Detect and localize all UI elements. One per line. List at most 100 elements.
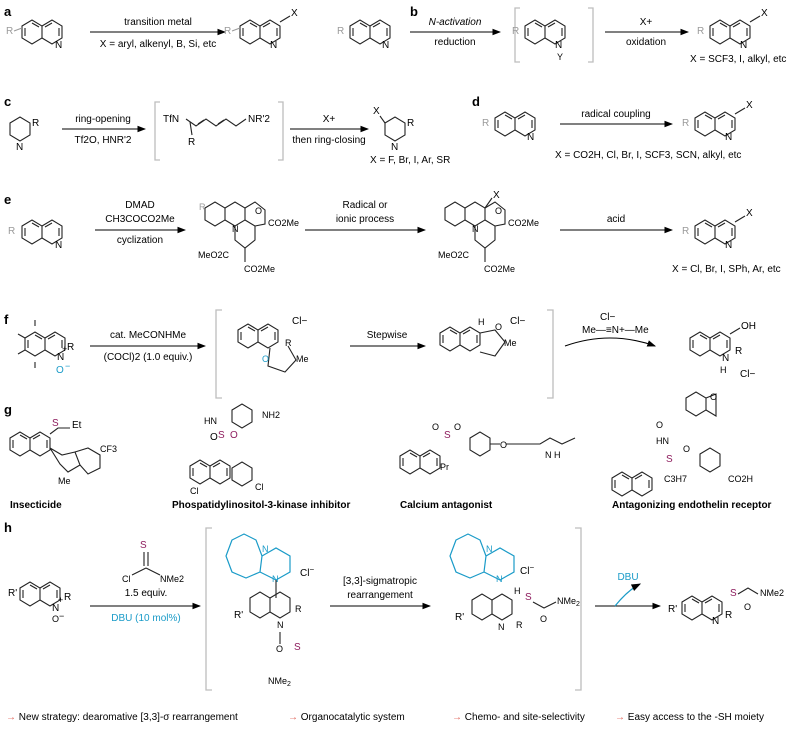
- ester-1c: CO2Me: [244, 264, 275, 274]
- panel-e-arrow1-bottom: cyclization: [117, 235, 163, 246]
- svg-text:S: S: [444, 430, 451, 441]
- panel-b-scope: X = SCF3, I, alkyl, etc: [690, 54, 786, 65]
- svg-text:R: R: [295, 604, 302, 614]
- panel-a-label: a: [4, 4, 12, 19]
- panel-g: g S Et CF3 Me Insecticide S O O HN NH2 C…: [4, 391, 772, 511]
- reagent-nme2: NMe2: [160, 574, 184, 584]
- svg-text:X: X: [373, 106, 380, 117]
- panel-b-label: b: [410, 4, 418, 19]
- svg-text:O: O: [744, 602, 751, 612]
- panel-h: h R' N + R O − S Cl NMe2 1.5 equiv. DBU …: [4, 520, 784, 691]
- f-product-cl: Cl−: [740, 369, 755, 380]
- svg-text:R: R: [682, 226, 689, 237]
- h-quinoline-n-oxide: R' N + R O −: [8, 581, 71, 624]
- panel-b-arrow1-top: N-activation: [429, 17, 482, 28]
- calcium-antagonist-structure: Pr S O O O N H: [399, 422, 576, 475]
- endo-c3h7: C3H7: [664, 474, 687, 484]
- svg-text:O: O: [210, 432, 218, 443]
- zincke-r: R: [188, 137, 195, 148]
- svg-text:R': R': [668, 604, 677, 615]
- svg-text:R: R: [64, 592, 71, 603]
- svg-text:O: O: [454, 422, 461, 432]
- pyridine-ring: [9, 116, 31, 142]
- svg-text:N: N: [277, 620, 284, 630]
- svg-text:O: O: [540, 614, 547, 624]
- svg-text:R: R: [32, 118, 39, 129]
- svg-text:S: S: [525, 592, 532, 603]
- svg-text:R': R': [8, 588, 17, 599]
- panel-f-stepwise: Stepwise: [367, 330, 408, 341]
- reagent-amount: 1.5 equiv.: [125, 588, 168, 599]
- dbu-adduct-1: N N Cl− R' N R O S NMe2: [225, 533, 314, 688]
- footer-item-selectivity: → Chemo- and site-selectivity: [452, 712, 585, 723]
- svg-text:N: N: [496, 574, 503, 584]
- panel-c: c R N ring-opening Tf2O, HNR'2 TfN R NR'…: [4, 94, 450, 166]
- ester-2c: CO2Me: [484, 264, 515, 274]
- svg-text:N: N: [382, 40, 389, 51]
- panel-e-arrow3-top: acid: [607, 214, 625, 225]
- svg-text:H: H: [514, 586, 521, 596]
- svg-text:−: −: [59, 611, 64, 621]
- svg-text:R: R: [725, 610, 732, 621]
- svg-text:O: O: [656, 420, 663, 430]
- svg-text:N: N: [270, 40, 277, 51]
- svg-text:NMe2: NMe2: [557, 596, 580, 608]
- svg-text:N: N: [472, 224, 479, 234]
- endothelin-antagonist-structure: O O HN S O C3H7 CO2H: [611, 391, 753, 497]
- svg-text:N: N: [232, 224, 239, 234]
- panel-b: b R N N-activation reduction R N Y X+ ox…: [337, 4, 786, 65]
- zincke-tfn: TfN: [163, 114, 179, 125]
- panel-a-quinoline-product: X R N: [224, 8, 298, 51]
- svg-text:Cl−: Cl−: [520, 563, 534, 577]
- svg-text:R: R: [8, 226, 15, 237]
- f-product-h: H: [720, 365, 727, 375]
- dbu-adduct-2: N N Cl− R' N R H S O NMe2: [449, 533, 580, 632]
- svg-text:O: O: [262, 354, 269, 364]
- svg-text:X: X: [746, 208, 753, 219]
- svg-text:Me: Me: [58, 476, 71, 486]
- svg-text:R: R: [337, 26, 344, 37]
- panel-e-arrow1-top: DMAD: [125, 200, 154, 211]
- svg-text:N: N: [712, 616, 719, 627]
- svg-text:R: R: [516, 620, 523, 630]
- svg-text:X: X: [761, 8, 768, 19]
- f-byproduct-label: Me—≡N+—Me: [582, 325, 649, 336]
- panel-g-label: g: [4, 402, 12, 417]
- ester-2b: MeO2C: [438, 250, 470, 260]
- f-byproduct: Cl− Me—≡N+—Me: [564, 312, 657, 347]
- f-int1-cl: Cl−: [292, 316, 307, 327]
- f-int2-me: Me: [504, 338, 517, 348]
- svg-text:X: X: [493, 190, 500, 201]
- panel-d-label: d: [472, 94, 480, 109]
- svg-text:S: S: [140, 540, 147, 551]
- f-int1-me: Me: [296, 354, 309, 364]
- f-intermediate-1: O R Me Cl−: [237, 316, 309, 373]
- svg-text:R: R: [682, 118, 689, 129]
- svg-text:NMe2: NMe2: [268, 676, 291, 688]
- f-int2-cl: Cl−: [510, 316, 525, 327]
- f-int2-h: H: [478, 317, 485, 327]
- panel-e-label: e: [4, 192, 11, 207]
- pi3k-inhibitor-structure: S O O HN NH2 Cl Cl: [189, 403, 280, 496]
- svg-text:O: O: [710, 392, 717, 402]
- svg-text:N: N: [55, 40, 62, 51]
- svg-text:HN: HN: [656, 436, 669, 446]
- thiocarbamoyl-chloride: S Cl NMe2: [122, 540, 184, 584]
- panel-e-arrow2-bottom: ionic process: [336, 214, 394, 225]
- svg-text:N: N: [722, 353, 729, 364]
- catalyst-label: DBU (10 mol%): [111, 613, 180, 624]
- r-substituent: R: [6, 26, 13, 37]
- panel-a: a R N transition metal X = aryl, alkenyl…: [4, 4, 298, 51]
- pi3k-nh2: NH2: [262, 410, 280, 420]
- ester-1a: CO2Me: [268, 218, 299, 228]
- svg-text:N: N: [391, 142, 398, 153]
- ester-2a: CO2Me: [508, 218, 539, 228]
- ester-1b: MeO2C: [198, 250, 230, 260]
- svg-text:R: R: [285, 338, 292, 348]
- panel-e-scope: X = Cl, Br, I, SPh, Ar, etc: [672, 264, 781, 275]
- svg-text:R': R': [234, 610, 243, 621]
- svg-text:R: R: [224, 26, 231, 37]
- svg-text:R: R: [735, 346, 742, 357]
- svg-text:N: N: [55, 240, 62, 251]
- intermediate-y: Y: [557, 52, 563, 62]
